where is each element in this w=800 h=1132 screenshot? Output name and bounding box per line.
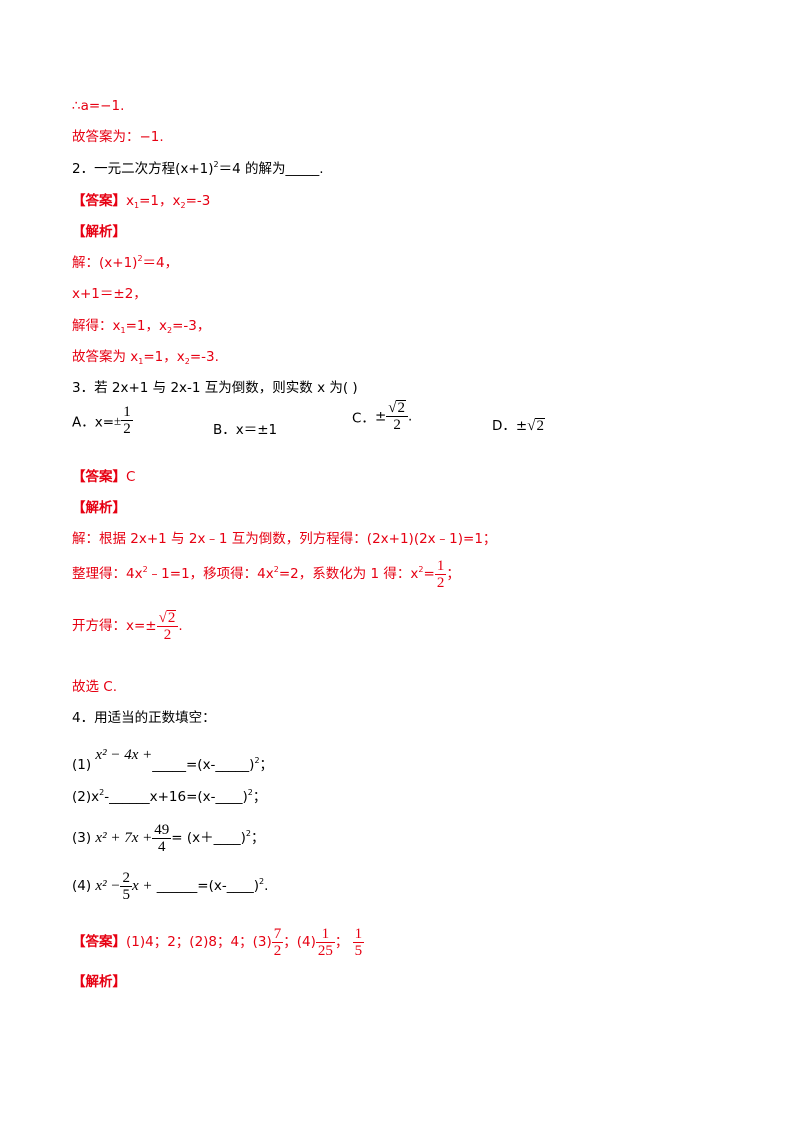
- q2-answer: 【答案】x1=1，x2=-3: [72, 193, 211, 210]
- option-d: D．±√2: [492, 418, 545, 434]
- q3-solution-1: 解：根据 2x+1 与 2x﹣1 互为倒数，列方程得：(2x+1)(2x﹣1)=…: [72, 531, 497, 547]
- q2-solution-1: 解：(x+1)2＝4，: [72, 254, 179, 272]
- q4-part-1: (1) x² − 4x +_____=(x-_____)2；: [72, 747, 274, 773]
- q2-solution-4: 故答案为 x1=1，x2=-3.: [72, 349, 219, 366]
- q2-analysis-tag: 【解析】: [72, 224, 126, 240]
- q4-part-2: (2)x2-______x+16=(x-____)2；: [72, 788, 267, 806]
- option-b: B．x＝±1: [213, 422, 278, 438]
- question-3: 3．若 2x+1 与 2x-1 互为倒数，则实数 x 为( ): [72, 380, 358, 396]
- q2-solution-3: 解得：x1=1，x2=-3，: [72, 318, 211, 335]
- q4-analysis-tag: 【解析】: [72, 974, 126, 990]
- q2-solution-2: x+1＝±2，: [72, 286, 147, 302]
- q3-analysis-tag: 【解析】: [72, 500, 126, 516]
- conclusion-line: ∴a=−1.: [72, 98, 125, 114]
- answer-line: 故答案为：−1.: [72, 129, 164, 145]
- q3-answer: 【答案】C: [72, 469, 136, 485]
- question-2: 2．一元二次方程(x+1)2＝4 的解为_____.: [72, 160, 324, 178]
- question-4: 4．用适当的正数填空：: [72, 710, 216, 726]
- q3-solution-4: 故选 C.: [72, 679, 118, 695]
